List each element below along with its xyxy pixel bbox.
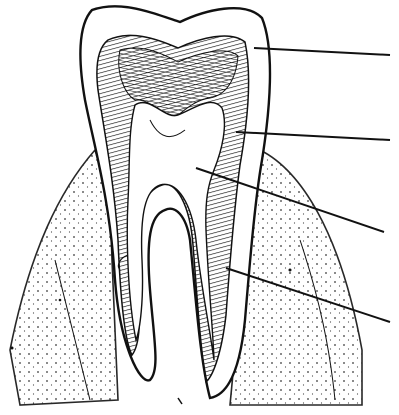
pointer-enamel bbox=[254, 48, 390, 55]
